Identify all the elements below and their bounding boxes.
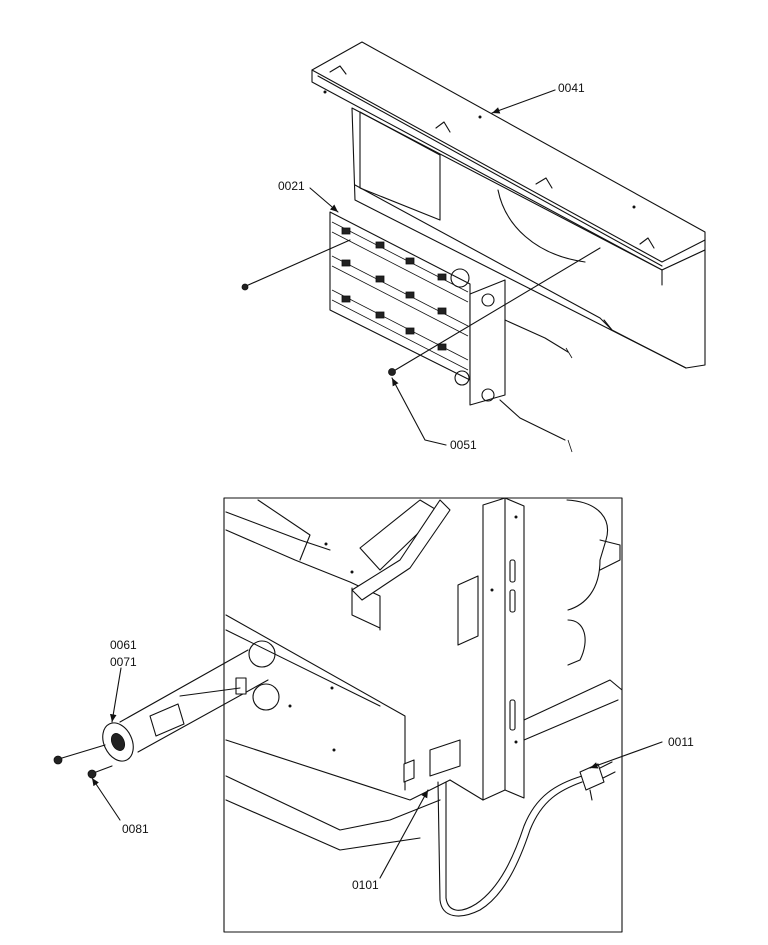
- cabinet-view-frame: [223, 497, 623, 933]
- callout-0021: 0021: [278, 179, 305, 193]
- light-socket-assembly: [53, 649, 269, 779]
- callout-leaders: [91, 89, 663, 879]
- callout-0081: 0081: [122, 822, 149, 836]
- power-cord: [437, 761, 616, 917]
- callout-0051: 0051: [450, 438, 477, 452]
- callout-0011: 0011: [668, 735, 694, 749]
- callout-0041: 0041: [558, 81, 585, 95]
- screw: [388, 247, 601, 376]
- callout-0071: 0071: [110, 655, 137, 669]
- callout-0101: 0101: [352, 878, 379, 892]
- callout-0061: 0061: [110, 638, 137, 652]
- heater-bracket-panel: [311, 41, 706, 369]
- heater-element-assembly: [329, 211, 573, 453]
- cabinet-interior: [225, 497, 623, 851]
- screw: [241, 239, 351, 291]
